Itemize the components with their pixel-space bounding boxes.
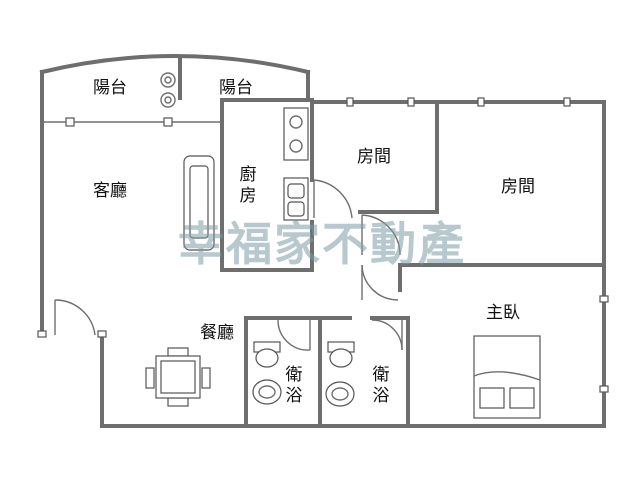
flower-icon — [160, 72, 176, 108]
sink-icon — [283, 177, 309, 221]
walls — [37, 54, 609, 428]
stove-icon — [283, 107, 309, 161]
door-swing-icon — [54, 179, 403, 351]
sofa-icon — [183, 155, 215, 251]
label-room-1: 房間 — [357, 147, 391, 167]
washbasin-icon — [252, 379, 282, 405]
label-bathroom-1: 衛浴 — [286, 365, 303, 406]
washbasin-icon — [325, 381, 355, 407]
label-balcony-right: 陽台 — [219, 78, 253, 98]
room-labels: 陽台 陽台 客廳 房間 房間 餐廳 主臥 — [93, 78, 535, 343]
label-balcony-left: 陽台 — [93, 78, 127, 98]
label-bathroom-2: 衛浴 — [373, 365, 390, 406]
label-master-bedroom: 主臥 — [486, 303, 520, 323]
toilet-icon — [253, 341, 281, 368]
toilet-icon — [327, 341, 355, 368]
label-room-2: 房間 — [501, 177, 535, 197]
label-living-room: 客廳 — [93, 181, 127, 201]
label-kitchen: 廚房 — [240, 164, 257, 206]
dining-table-icon — [145, 347, 211, 407]
label-dining-room: 餐廳 — [200, 323, 234, 343]
watermark: 幸福家不動產 — [178, 217, 466, 271]
bed-icon — [473, 335, 541, 419]
